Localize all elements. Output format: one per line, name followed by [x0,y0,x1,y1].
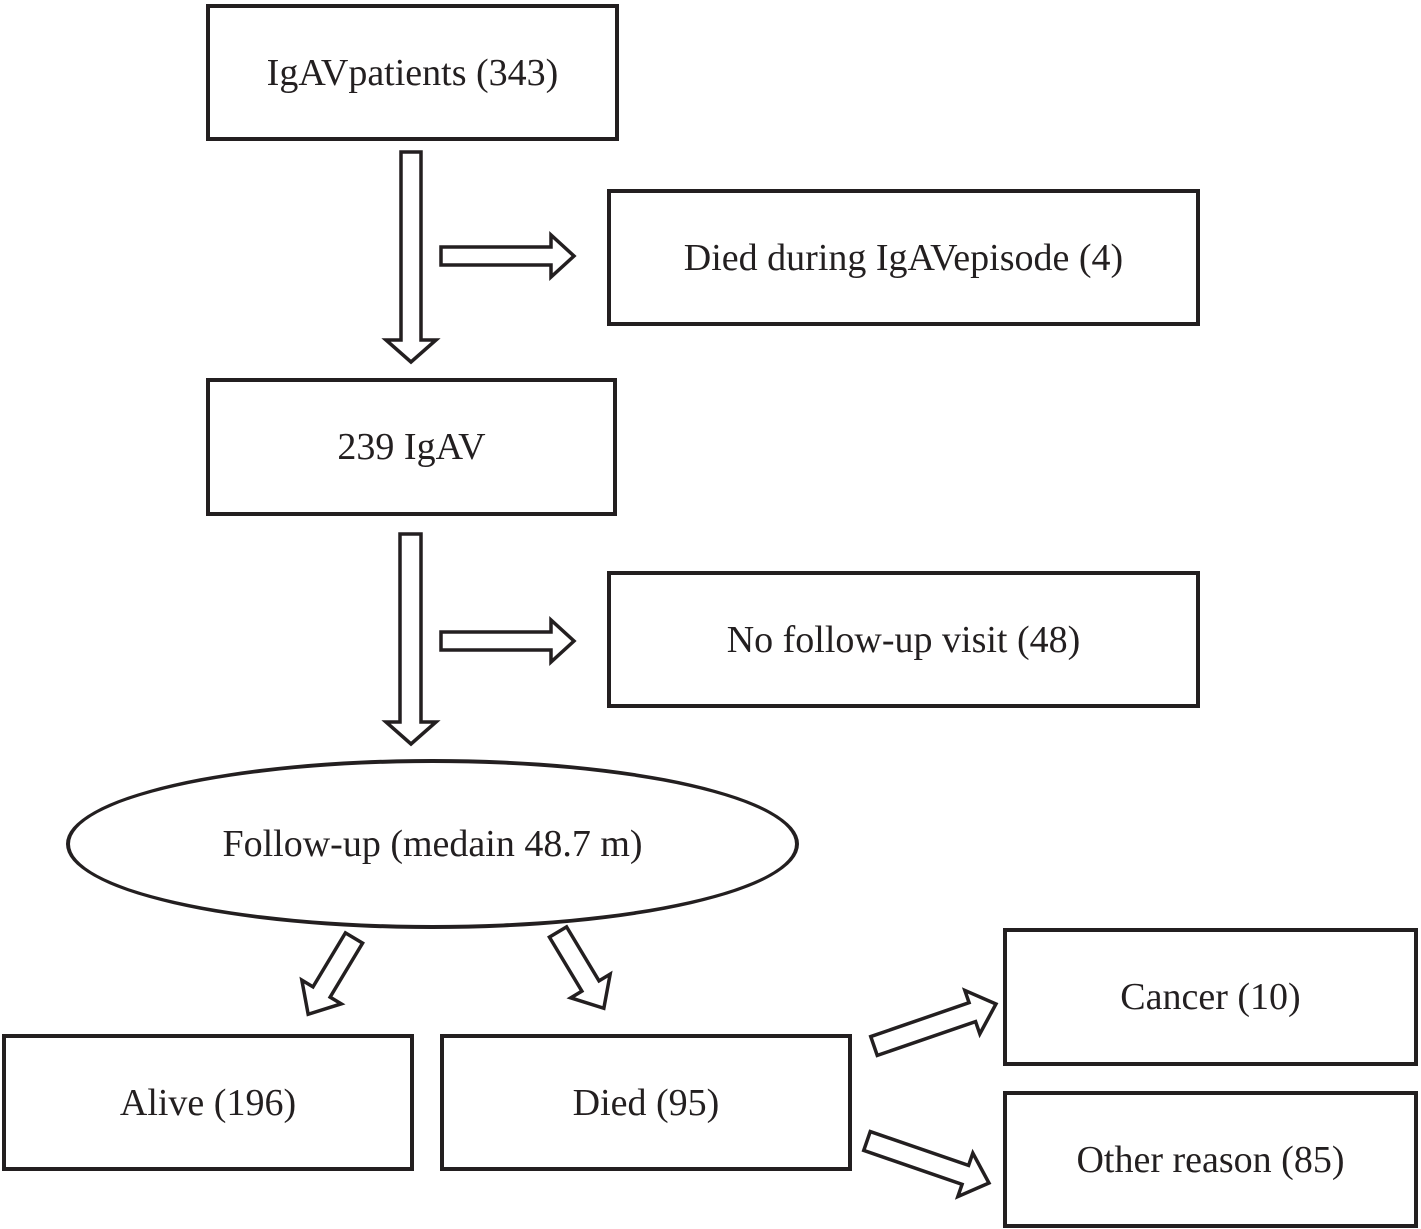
alive-box: Alive (196) [2,1034,414,1171]
arrow-down-2 [381,532,441,747]
died-label: Died (95) [572,1081,720,1124]
arrow-to-died [547,924,613,1011]
cancer-label: Cancer (10) [1120,976,1301,1018]
follow-up-ellipse: Follow-up (medain 48.7 m) [66,759,799,929]
died-box: Died (95) [440,1034,852,1171]
follow-up-label: Follow-up (medain 48.7 m) [222,823,643,865]
died-during-episode-box: Died during IgAVepisode (4) [607,189,1200,326]
arrow-right-1 [439,231,577,281]
other-reason-label: Other reason (85) [1076,1138,1345,1181]
died-during-episode-label: Died during IgAVepisode (4) [683,236,1124,279]
igav-patients-box: IgAVpatients (343) [206,4,619,141]
igav-239-box: 239 IgAV [206,378,617,516]
no-follow-up-label: No follow-up visit (48) [726,618,1081,661]
arrow-down-1 [381,150,441,365]
arrow-right-2 [439,616,577,666]
alive-label: Alive (196) [119,1081,297,1124]
arrow-to-alive [299,930,365,1017]
igav-patients-label: IgAVpatients (343) [266,51,559,94]
no-follow-up-box: No follow-up visit (48) [607,571,1200,708]
other-reason-box: Other reason (85) [1003,1091,1418,1228]
igav-239-label: 239 IgAV [337,426,486,468]
arrow-to-other-reason [861,1129,992,1200]
arrow-to-cancer [868,987,999,1058]
cancer-box: Cancer (10) [1003,928,1418,1066]
